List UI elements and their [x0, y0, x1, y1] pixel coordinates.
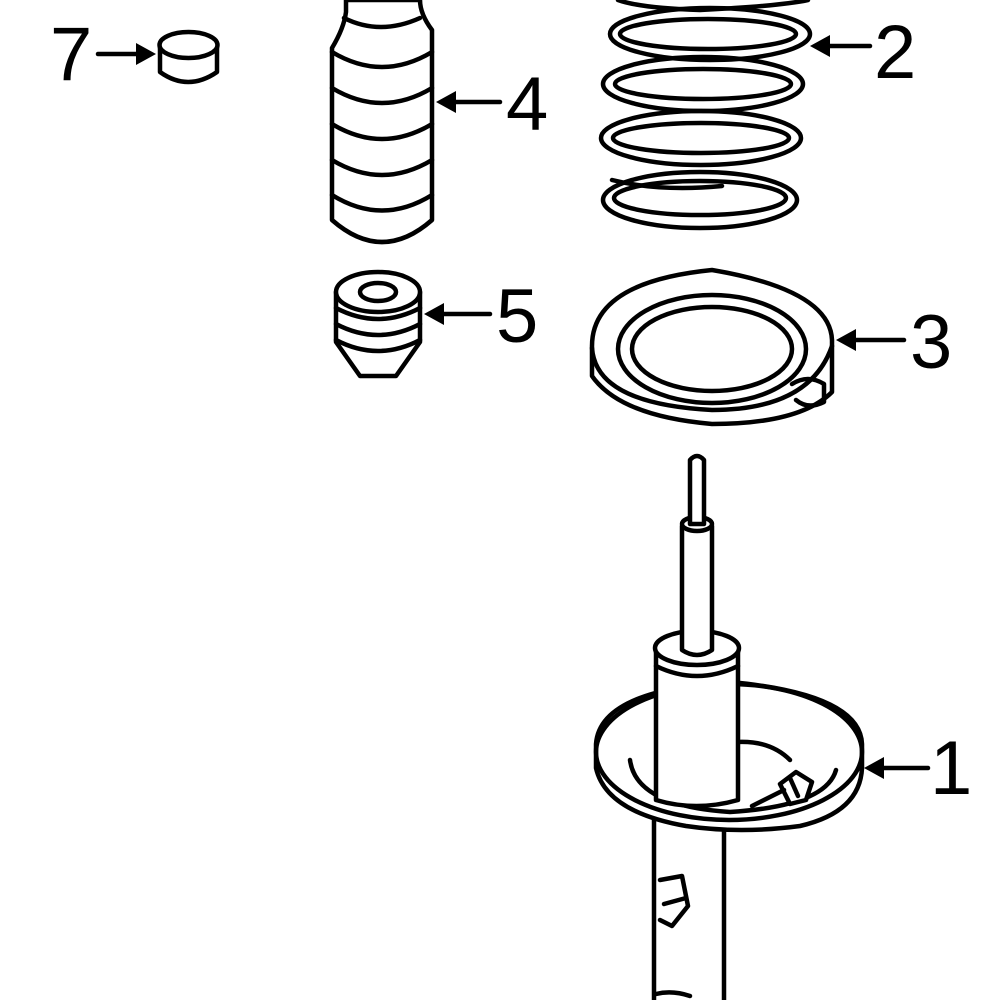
callout-7: 7: [50, 12, 156, 97]
callout-2: 2: [810, 10, 916, 95]
part-2-coil-spring[interactable]: [598, 0, 813, 231]
callout-5-number: 5: [496, 274, 538, 359]
callout-7-arrowhead: [136, 43, 156, 65]
callout-1-number: 1: [930, 726, 972, 811]
callout-7-number: 7: [50, 12, 92, 97]
callout-1-arrowhead: [864, 757, 884, 779]
callout-4-arrowhead: [436, 91, 456, 113]
callout-5: 5: [424, 274, 538, 359]
part-5-bump-stop[interactable]: [333, 269, 423, 379]
part-4-dust-boot[interactable]: [329, 0, 435, 245]
callout-2-number: 2: [874, 10, 916, 95]
callout-3-arrowhead: [836, 329, 856, 351]
callout-1: 1: [864, 726, 972, 811]
callout-3-number: 3: [910, 300, 952, 385]
callout-2-arrowhead: [810, 35, 830, 57]
callout-4-number: 4: [506, 62, 548, 147]
part-7-cap[interactable]: [157, 29, 220, 85]
part-1-strut-assembly[interactable]: [593, 453, 865, 1000]
part-3-spring-insulator[interactable]: [589, 267, 835, 427]
callout-4: 4: [436, 62, 548, 147]
callout-3: 3: [836, 300, 952, 385]
callout-5-arrowhead: [424, 303, 444, 325]
